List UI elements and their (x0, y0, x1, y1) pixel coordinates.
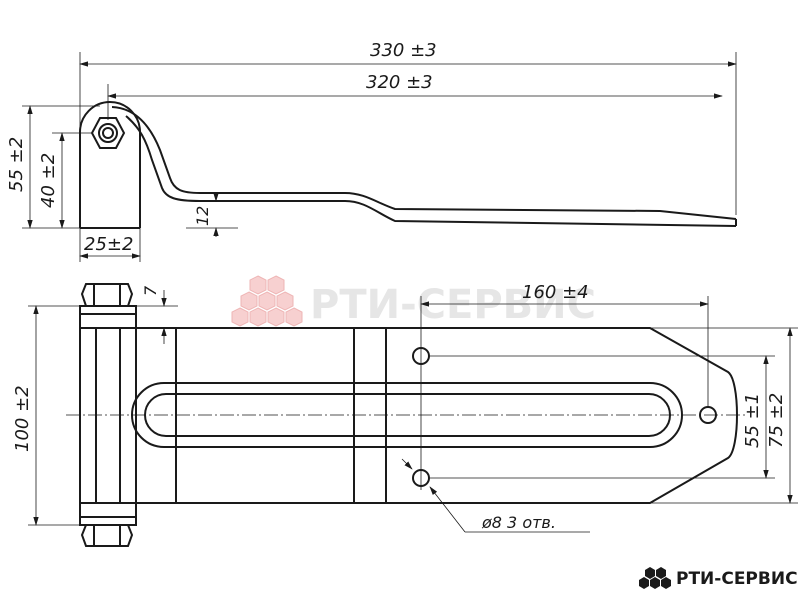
dim-offset-height: 12 (193, 206, 212, 226)
dim-hole-distance: 160 ±4 (522, 282, 589, 303)
knuckle-plan (79, 327, 137, 504)
leaf-outline-upper (111, 106, 737, 220)
dim-plate-height: 100 ±2 (12, 385, 33, 452)
dim-knuckle-width: 25±2 (84, 234, 133, 255)
dim-hole-callout: ø8 3 отв. (481, 513, 556, 532)
brand-name: РТИ-СЕРВИС (676, 569, 798, 589)
rib-inner (144, 393, 671, 437)
rib-outer (131, 382, 683, 448)
dim-side-height-outer: 55 ±2 (6, 137, 27, 192)
dim-outer-hole-span: 75 ±2 (766, 393, 787, 448)
plan-view: 7 160 ±4 100 ±2 55 ±1 75 ±2 ø8 3 отв. (12, 282, 798, 547)
dim-bolt-clearance: 7 (141, 285, 160, 296)
watermark-hexagon-logo (231, 275, 303, 327)
plate-outline (135, 327, 738, 504)
dim-hole-pitch: 55 ±1 (742, 393, 763, 448)
dim-side-height-inner: 40 ±2 (38, 153, 59, 208)
leaf-outline-lower (125, 115, 737, 227)
brand-hexagon-icon (639, 567, 671, 589)
dim-overall-length: 330 ±3 (370, 40, 437, 61)
brand-logo: РТИ-СЕРВИС (639, 567, 798, 589)
knuckle-outline (79, 101, 141, 228)
nut-bottom (80, 524, 134, 547)
nut-top (80, 283, 134, 307)
dim-bolt-to-end: 320 ±3 (366, 72, 433, 93)
nut-side (90, 117, 126, 149)
side-view: 330 ±3 320 ±3 55 ±2 40 ±2 12 25±2 (6, 40, 737, 262)
